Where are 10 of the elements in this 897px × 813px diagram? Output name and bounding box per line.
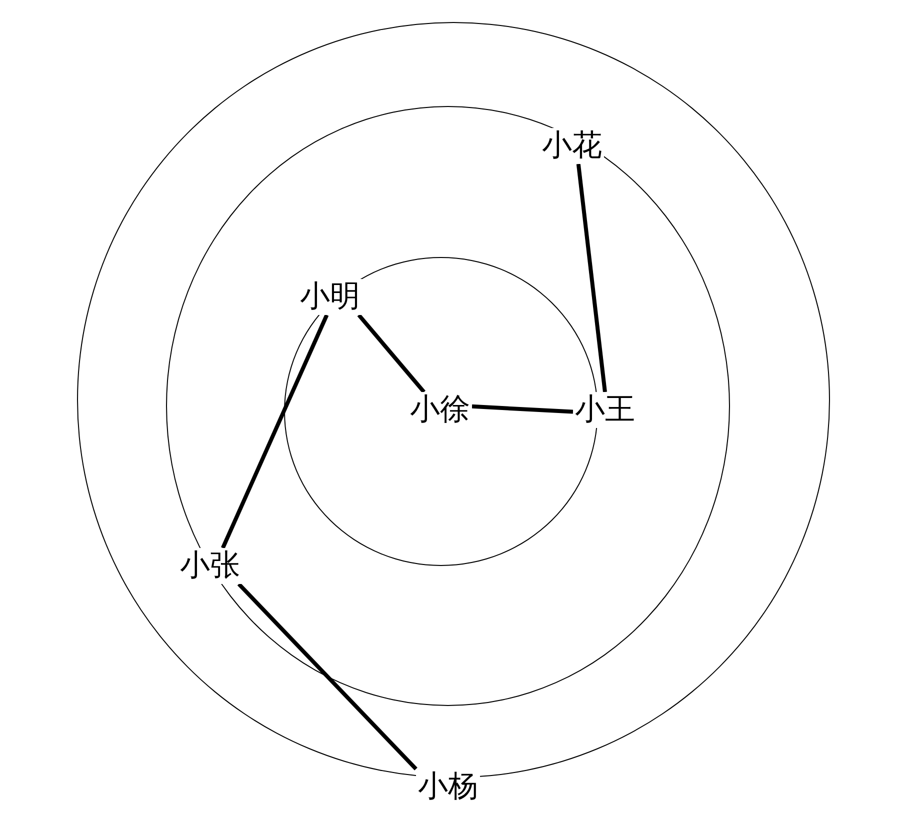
person-name: 小王 <box>573 392 637 428</box>
connector-line <box>220 314 329 549</box>
connector-line <box>472 404 574 414</box>
ring-outline <box>166 106 730 706</box>
connector-line <box>357 314 426 394</box>
person-name: 小花 <box>540 128 604 164</box>
person-name: 小明 <box>298 279 362 315</box>
connector-line <box>237 582 418 770</box>
connector-line <box>576 164 607 392</box>
person-name: 小张 <box>178 548 242 584</box>
